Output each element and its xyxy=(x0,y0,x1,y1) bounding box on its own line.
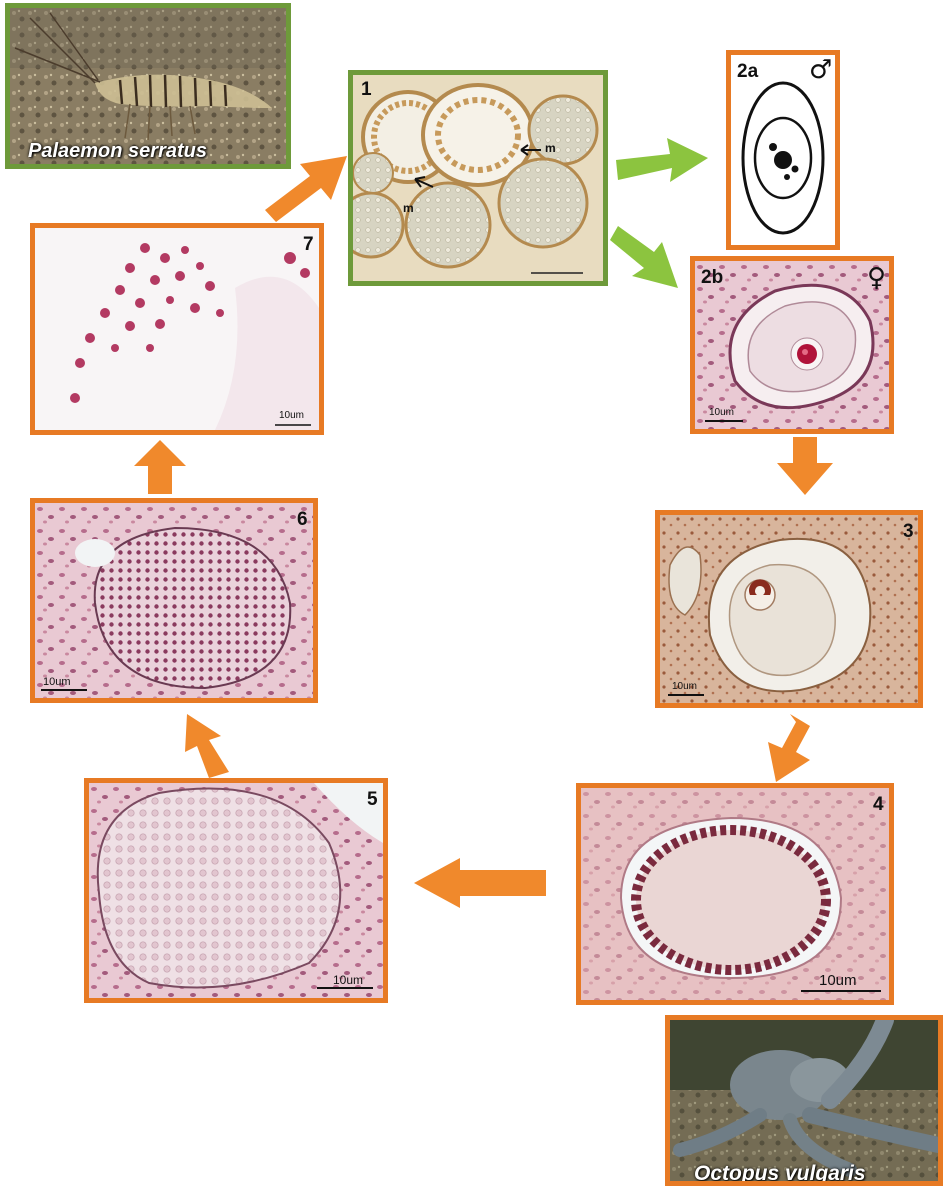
panel-1-marker-left: m xyxy=(403,201,414,215)
panel-1: 1 m m xyxy=(348,70,608,286)
arrow-2b-to-3 xyxy=(775,435,835,497)
octopus-caption: Octopus vulgaris xyxy=(694,1162,866,1186)
panel-5: 5 10um xyxy=(84,778,388,1003)
panel-4-label: 4 xyxy=(873,794,884,816)
panel-6-micrograph xyxy=(35,503,313,698)
panel-4-scale: 10um xyxy=(819,972,857,989)
arrow-shrimp-to-1 xyxy=(255,148,355,228)
panel-6-scale: 10um xyxy=(43,676,71,688)
panel-1-marker-right: m xyxy=(545,141,556,155)
female-symbol: ♀ xyxy=(867,263,886,293)
panel-3-label: 3 xyxy=(903,521,914,543)
panel-6-label: 6 xyxy=(297,509,308,531)
octopus-photo xyxy=(670,1020,938,1181)
panel-5-micrograph xyxy=(89,783,383,998)
panel-7: 7 10um xyxy=(30,223,324,435)
panel-6: 6 10um xyxy=(30,498,318,703)
shrimp-caption: Palaemon serratus xyxy=(28,140,207,163)
panel-2b-scale: 10um xyxy=(709,407,734,418)
panel-4: 4 10um xyxy=(576,783,894,1005)
panel-1-micrograph xyxy=(353,75,603,281)
panel-1-label: 1 xyxy=(361,79,372,101)
panel-2b: 2b ♀ 10um xyxy=(690,256,894,434)
arrow-3-to-4 xyxy=(760,712,820,784)
panel-4-micrograph xyxy=(581,788,889,1000)
panel-5-label: 5 xyxy=(367,789,378,811)
panel-3: 3 10um xyxy=(655,510,923,708)
panel-5-scale: 10um xyxy=(333,973,363,987)
arrow-4-to-5 xyxy=(410,856,550,910)
panel-3-scale: 10um xyxy=(672,681,697,692)
arrow-1-to-2b xyxy=(608,212,688,292)
arrow-6-to-7 xyxy=(134,438,186,496)
panel-2a-label: 2a xyxy=(737,61,758,83)
arrow-5-to-6 xyxy=(175,712,235,778)
shrimp-photo-panel: Palaemon serratus xyxy=(5,3,291,169)
arrow-1-to-2a xyxy=(612,130,712,190)
panel-2b-label: 2b xyxy=(701,267,723,289)
panel-7-label: 7 xyxy=(303,234,314,256)
panel-2a: 2a ♂ xyxy=(726,50,840,250)
panel-7-micrograph xyxy=(35,228,319,430)
male-symbol: ♂ xyxy=(809,55,832,85)
panel-7-scale: 10um xyxy=(279,410,304,421)
panel-2b-micrograph xyxy=(695,261,889,429)
panel-3-micrograph xyxy=(660,515,918,703)
octopus-photo-panel: Octopus vulgaris xyxy=(665,1015,943,1186)
